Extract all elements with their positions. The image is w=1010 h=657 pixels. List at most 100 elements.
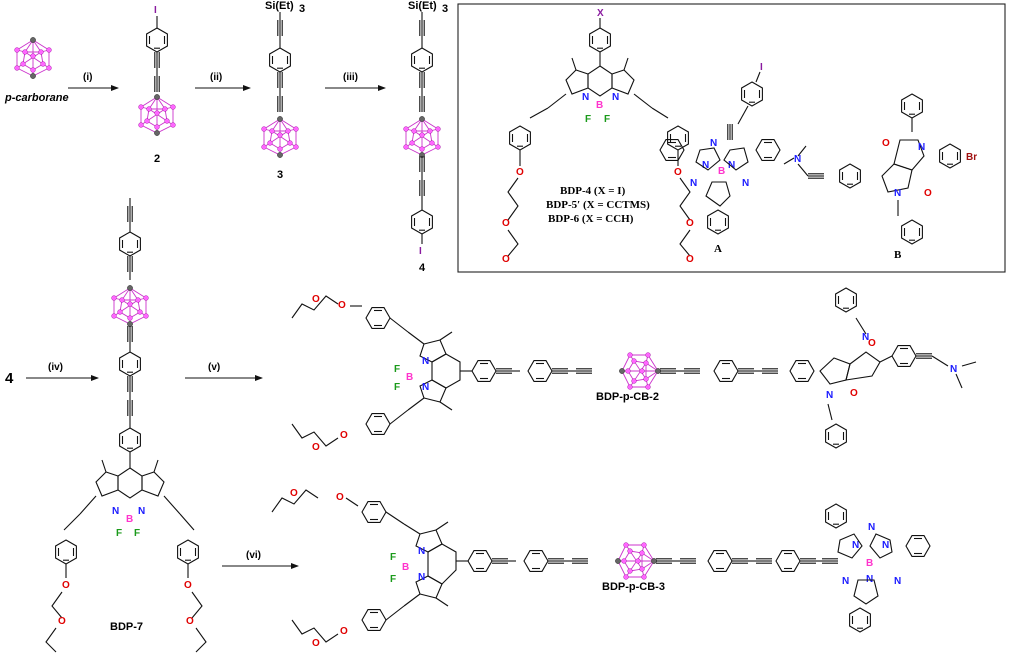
svg-text:F: F xyxy=(390,574,396,585)
svg-text:O: O xyxy=(338,300,346,311)
step-v-label: (v) xyxy=(208,362,220,373)
svg-text:O: O xyxy=(340,626,348,637)
svg-text:N: N xyxy=(728,160,735,171)
svg-text:O: O xyxy=(868,338,876,349)
svg-text:N: N xyxy=(710,138,717,149)
svg-text:B: B xyxy=(402,562,409,573)
compound-A-label: A xyxy=(714,243,722,255)
step-ii-label: (ii) xyxy=(210,72,222,83)
svg-text:Si(Et): Si(Et) xyxy=(265,0,294,12)
bdp-4-5-6-structure: X N N B F F O O O O O O xyxy=(502,8,694,265)
svg-text:F: F xyxy=(394,382,400,393)
bdp-6-label: BDP-6 (X = CCH) xyxy=(548,213,634,225)
svg-text:N: N xyxy=(690,178,697,189)
svg-text:O: O xyxy=(882,138,890,149)
compound-B-structure: Br O O N N N xyxy=(783,93,977,245)
step-iii-label: (iii) xyxy=(343,72,358,83)
svg-text:O: O xyxy=(502,218,510,229)
bdp-7-structure: N N B F F O O O O xyxy=(45,198,207,653)
svg-text:F: F xyxy=(604,114,610,125)
svg-text:X: X xyxy=(597,8,604,19)
svg-text:N: N xyxy=(882,540,889,551)
svg-text:O: O xyxy=(336,492,344,503)
compound-3-label: 3 xyxy=(277,169,283,181)
bdp-7-label: BDP-7 xyxy=(110,621,143,633)
svg-text:O: O xyxy=(58,616,66,627)
svg-text:B: B xyxy=(718,166,725,177)
svg-text:O: O xyxy=(340,430,348,441)
compound-2-structure: I xyxy=(138,5,176,137)
bdp-p-cb-2-label: BDP-p-CB-2 xyxy=(596,391,659,403)
svg-text:O: O xyxy=(290,488,298,499)
svg-text:F: F xyxy=(390,552,396,563)
svg-text:O: O xyxy=(312,638,320,649)
p-carborane-structure xyxy=(14,36,52,80)
svg-text:N: N xyxy=(862,332,869,343)
svg-text:F: F xyxy=(394,364,400,375)
svg-text:N: N xyxy=(894,576,901,587)
bdp-p-cb-3-label: BDP-p-CB-3 xyxy=(602,581,665,593)
svg-text:F: F xyxy=(116,528,122,539)
svg-text:N: N xyxy=(794,154,801,165)
svg-text:O: O xyxy=(62,580,70,591)
compound-B-label: B xyxy=(894,249,902,261)
svg-text:Br: Br xyxy=(966,152,977,163)
svg-text:O: O xyxy=(516,167,524,178)
svg-text:N: N xyxy=(138,506,145,517)
svg-text:I: I xyxy=(419,246,422,257)
svg-text:B: B xyxy=(596,100,603,111)
compound-4-label: 4 xyxy=(419,262,426,274)
svg-text:3: 3 xyxy=(442,3,448,15)
svg-text:B: B xyxy=(126,514,133,525)
svg-text:B: B xyxy=(866,558,873,569)
svg-text:N: N xyxy=(112,506,119,517)
svg-text:F: F xyxy=(134,528,140,539)
compound-4-structure: Si(Et) 3 I xyxy=(403,0,448,257)
svg-text:N: N xyxy=(418,546,425,557)
svg-text:N: N xyxy=(742,178,749,189)
svg-text:B: B xyxy=(406,372,413,383)
svg-text:3: 3 xyxy=(299,3,305,15)
svg-text:O: O xyxy=(312,442,320,453)
compound-3-structure: Si(Et) 3 xyxy=(261,0,305,159)
svg-text:Si(Et): Si(Et) xyxy=(408,0,437,12)
svg-text:O: O xyxy=(850,388,858,399)
svg-text:N: N xyxy=(422,356,429,367)
svg-text:N: N xyxy=(826,390,833,401)
step-i-label: (i) xyxy=(83,72,92,83)
compound-4-start-label: 4 xyxy=(5,370,14,387)
svg-text:I: I xyxy=(760,62,763,73)
svg-text:O: O xyxy=(674,167,682,178)
svg-text:O: O xyxy=(924,188,932,199)
svg-text:N: N xyxy=(950,364,957,375)
svg-text:N: N xyxy=(422,382,429,393)
svg-text:O: O xyxy=(184,580,192,591)
bdp-4-label: BDP-4 (X = I) xyxy=(560,185,626,197)
svg-text:O: O xyxy=(186,616,194,627)
compound-A-structure: I N N N B N N xyxy=(659,62,781,235)
svg-text:N: N xyxy=(612,92,619,103)
svg-text:O: O xyxy=(312,294,320,305)
svg-text:N: N xyxy=(852,540,859,551)
svg-text:N: N xyxy=(418,572,425,583)
svg-text:N: N xyxy=(868,522,875,533)
svg-text:F: F xyxy=(585,114,591,125)
svg-text:N: N xyxy=(582,92,589,103)
svg-text:I: I xyxy=(154,5,157,16)
step-vi-label: (vi) xyxy=(246,550,261,561)
reference-compounds-box xyxy=(457,3,1006,273)
svg-text:N: N xyxy=(842,576,849,587)
compound-2-label: 2 xyxy=(154,153,160,165)
step-iv-label: (iv) xyxy=(48,362,63,373)
bdp-p-cb-3-structure: O O O O N N B F F xyxy=(271,488,931,649)
bdp-5-label: BDP-5′ (X = CCTMS) xyxy=(546,199,650,211)
p-carborane-label: p-carborane xyxy=(4,92,69,104)
bdp-p-cb-2-structure: O O O O N N B F F xyxy=(291,287,977,453)
svg-text:N: N xyxy=(702,160,709,171)
svg-text:O: O xyxy=(502,254,510,265)
svg-text:N: N xyxy=(918,142,925,153)
svg-text:O: O xyxy=(686,218,694,229)
svg-text:N: N xyxy=(894,188,901,199)
svg-text:O: O xyxy=(686,254,694,265)
